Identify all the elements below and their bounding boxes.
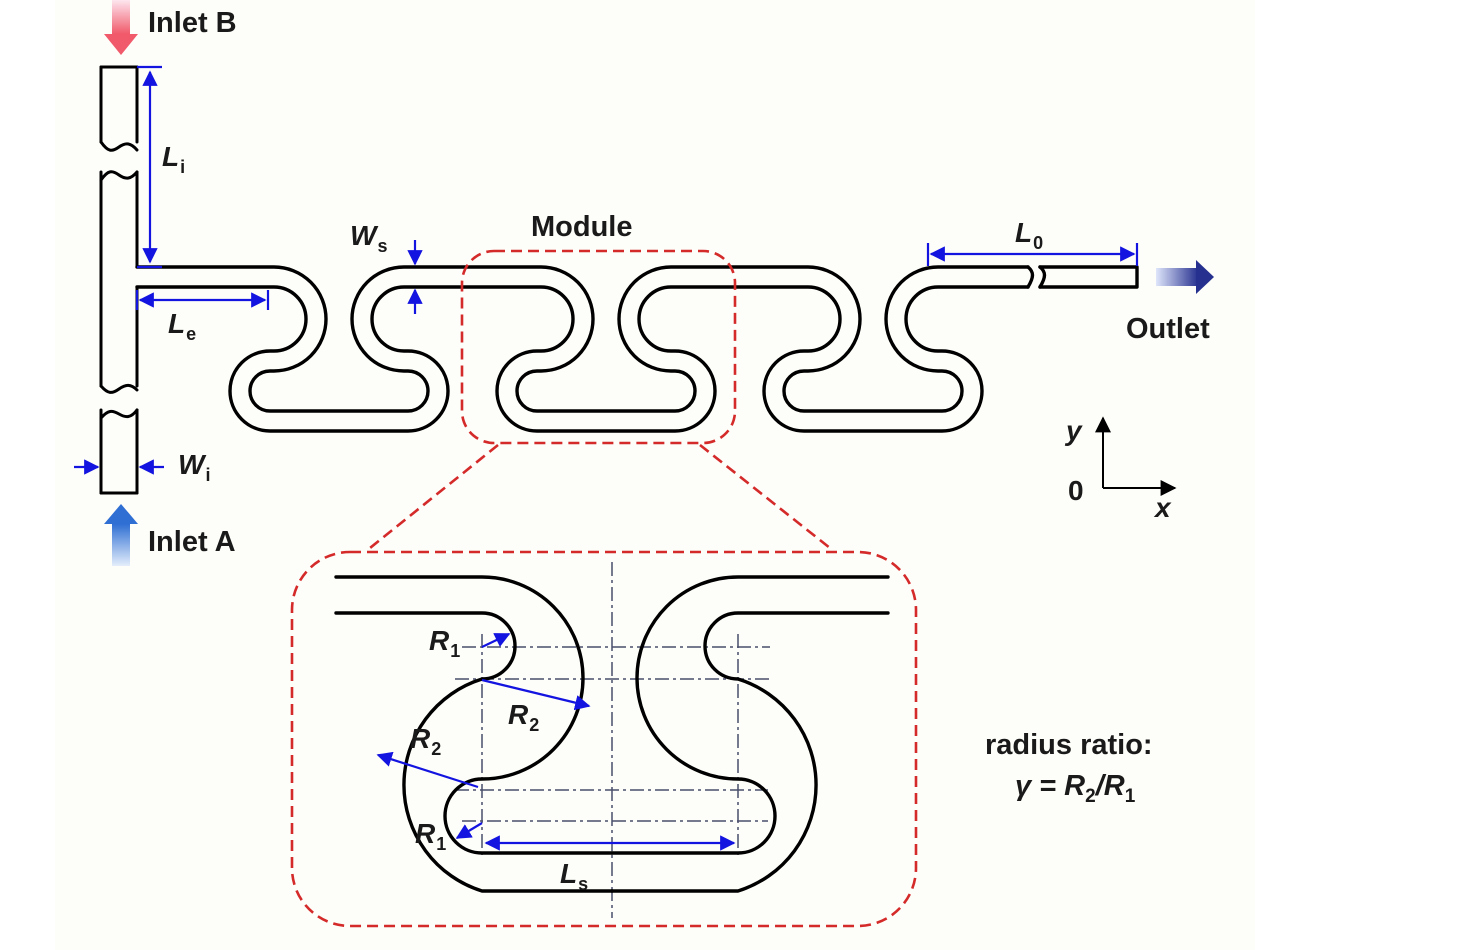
r1-top-label: R1 xyxy=(429,625,460,661)
ws-label: Ws xyxy=(350,220,387,256)
axis-x-label: x xyxy=(1153,492,1172,523)
r1-bottom-label: R1 xyxy=(415,818,446,854)
inlet-b-arrow xyxy=(104,0,138,55)
ls-label: Ls xyxy=(560,858,588,894)
inlet-a-arrow xyxy=(104,504,138,566)
zoom-dimensions xyxy=(376,633,736,851)
r2-left-label: R2 xyxy=(410,723,441,759)
le-label: Le xyxy=(168,308,196,344)
inlet-channel xyxy=(99,65,139,495)
lo-label: L0 xyxy=(1015,217,1043,253)
inlet-a-label: Inlet A xyxy=(148,526,236,558)
dim-le xyxy=(135,290,270,310)
ratio-formula: γ = R2/R1 xyxy=(1015,770,1136,807)
outlet-label: Outlet xyxy=(1126,313,1210,345)
outlet-arrow xyxy=(1156,260,1214,294)
zoom-line-left xyxy=(369,443,499,550)
zoom-line-right xyxy=(699,443,831,550)
wi-label: Wi xyxy=(178,449,210,485)
module-highlight-box xyxy=(460,249,737,445)
r2-right-label: R2 xyxy=(508,699,539,735)
dim-li xyxy=(137,65,162,269)
figure-panel xyxy=(55,0,1255,950)
ratio-title: radius ratio: xyxy=(985,729,1153,761)
zoom-channel xyxy=(334,575,890,893)
serpentine-channel xyxy=(135,265,1139,433)
li-label: Li xyxy=(162,141,185,177)
inlet-b-label: Inlet B xyxy=(148,7,237,39)
module-zoom-box xyxy=(290,550,918,928)
module-label: Module xyxy=(531,211,633,243)
axis-y-label: y xyxy=(1064,415,1083,446)
coordinate-axes xyxy=(1095,416,1177,496)
dim-lo xyxy=(926,243,1139,266)
axis-origin-label: 0 xyxy=(1068,475,1084,506)
